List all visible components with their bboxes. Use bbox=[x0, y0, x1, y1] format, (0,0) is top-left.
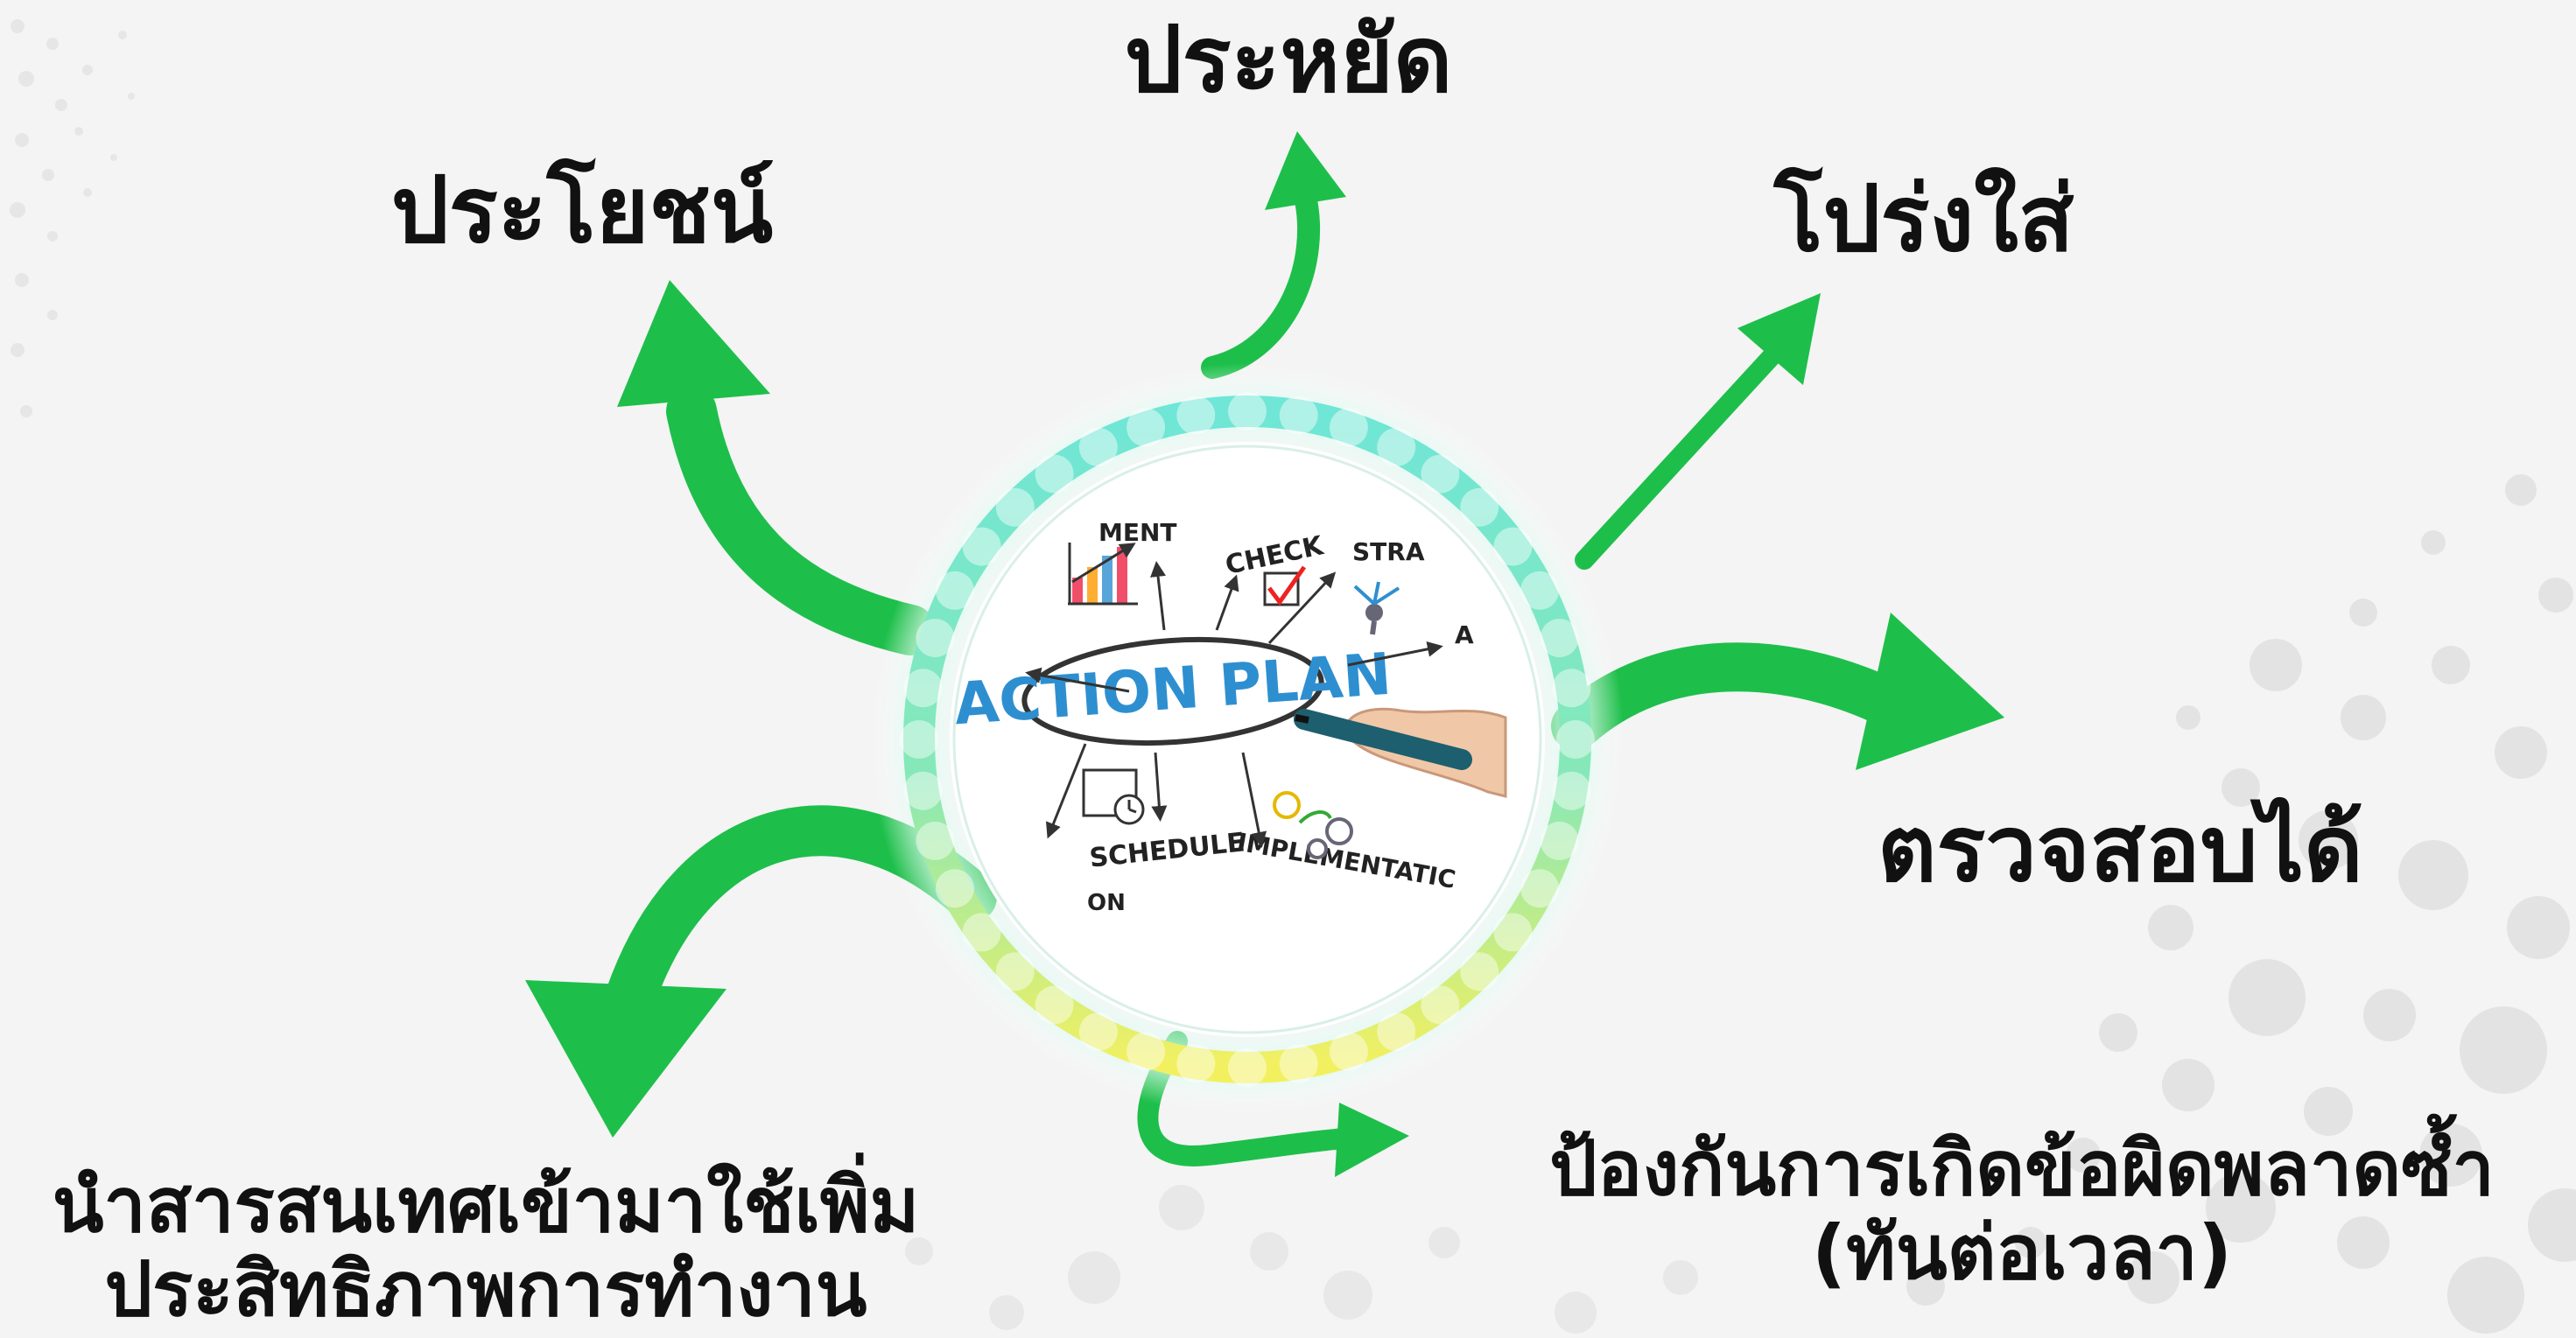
ring-dot bbox=[962, 527, 1001, 566]
ring-dot bbox=[1279, 396, 1318, 435]
sketch-label-a: A bbox=[1455, 620, 1474, 649]
ring-dot bbox=[1520, 869, 1560, 908]
ring-dot bbox=[1176, 396, 1216, 435]
label-transparency-text: โปร่งใส่ bbox=[1773, 165, 2074, 272]
ring-dot bbox=[903, 771, 943, 810]
ring-dot bbox=[1329, 408, 1368, 447]
ring-dot bbox=[1377, 1012, 1416, 1052]
label-auditable: ตรวจสอบได้ bbox=[1878, 795, 2363, 902]
gears-doodle bbox=[1273, 791, 1353, 859]
ring-dot bbox=[1460, 952, 1499, 991]
ring-dot bbox=[903, 669, 943, 708]
sketch-label-on: ON bbox=[1087, 890, 1126, 916]
ring-dot bbox=[1552, 771, 1591, 810]
hand-with-marker-illustration bbox=[1294, 707, 1507, 798]
background-dots-left bbox=[10, 19, 135, 417]
ring-dot bbox=[1540, 619, 1579, 658]
action-plan-sketch: ACTION PLAN MENT CHECK STRA bbox=[952, 518, 1507, 916]
ring-dot bbox=[1127, 1032, 1166, 1071]
label-prevent-errors-line-1: ป้องกันการเกิดข้อผิดพลาดซ้ำ bbox=[1549, 1125, 2495, 1213]
label-benefit-text: ประโยชน์ bbox=[390, 157, 774, 263]
arrow-to-top-right bbox=[1575, 293, 1821, 570]
center-emblem: ACTION PLAN MENT CHECK STRA bbox=[871, 363, 1624, 1116]
background-dots-right bbox=[1906, 474, 2576, 1334]
ring-dot bbox=[1493, 913, 1533, 952]
label-use-information-line-1: นำสารสนเทศเข้ามาใช้เพิ่ม bbox=[52, 1162, 920, 1250]
sketch-label-strategy: STRA bbox=[1352, 537, 1425, 566]
ring-dot bbox=[916, 821, 955, 860]
label-save-cost-text: ประหยัด bbox=[1124, 6, 1453, 113]
ring-dot bbox=[1540, 821, 1579, 860]
ring-dot bbox=[935, 571, 974, 610]
sketch-label-ment: MENT bbox=[1098, 518, 1177, 547]
checkbox-doodle bbox=[1263, 565, 1307, 606]
ring-dot bbox=[1035, 985, 1074, 1025]
ring-dot bbox=[1035, 454, 1074, 494]
ring-dot bbox=[1176, 1044, 1216, 1083]
calendar-doodle bbox=[1082, 768, 1145, 825]
ring-dot bbox=[1552, 669, 1591, 708]
background-dots-bottom bbox=[905, 1185, 1698, 1334]
strategy-doodle bbox=[1353, 581, 1400, 635]
ring-dot bbox=[995, 952, 1035, 991]
label-prevent-errors-line-2: (ทันต่อเวลา) bbox=[1811, 1209, 2233, 1298]
ring-dot bbox=[1377, 427, 1416, 466]
bar-chart-doodle bbox=[1068, 543, 1138, 606]
ring-dot bbox=[935, 869, 974, 908]
ring-dot bbox=[1460, 487, 1499, 527]
sketch-arrows bbox=[1025, 561, 1443, 848]
ring-dot bbox=[1078, 427, 1118, 466]
ring-dot bbox=[1329, 1032, 1368, 1071]
ring-dot bbox=[1228, 392, 1267, 431]
ring-dot bbox=[1556, 720, 1595, 759]
arrow-to-top bbox=[1201, 131, 1346, 379]
ring-dot bbox=[1421, 454, 1460, 494]
ring-dot bbox=[1078, 1012, 1118, 1052]
ring-dot bbox=[962, 913, 1001, 952]
ring-dot bbox=[1520, 571, 1560, 610]
ring-dot bbox=[900, 720, 938, 759]
label-prevent-errors: ป้องกันการเกิดข้อผิดพลาดซ้ำ (ทันต่อเวลา) bbox=[1479, 1127, 2565, 1296]
ring-dot bbox=[1421, 985, 1460, 1025]
ring-dot bbox=[995, 487, 1035, 527]
label-use-information-line-2: ประสิทธิภาพการทำงาน bbox=[104, 1246, 867, 1334]
ring-dot bbox=[1228, 1048, 1267, 1087]
arrow-to-top-left bbox=[617, 280, 936, 655]
ring-dot bbox=[1127, 408, 1166, 447]
ring-dot bbox=[916, 619, 955, 658]
ring-dot bbox=[1279, 1044, 1318, 1083]
label-use-information: นำสารสนเทศเข้ามาใช้เพิ่ม ประสิทธิภาพการท… bbox=[0, 1164, 972, 1333]
arrow-to-right bbox=[1551, 613, 2004, 770]
ring-dot bbox=[1493, 527, 1533, 566]
ring-dots bbox=[900, 392, 1595, 1087]
